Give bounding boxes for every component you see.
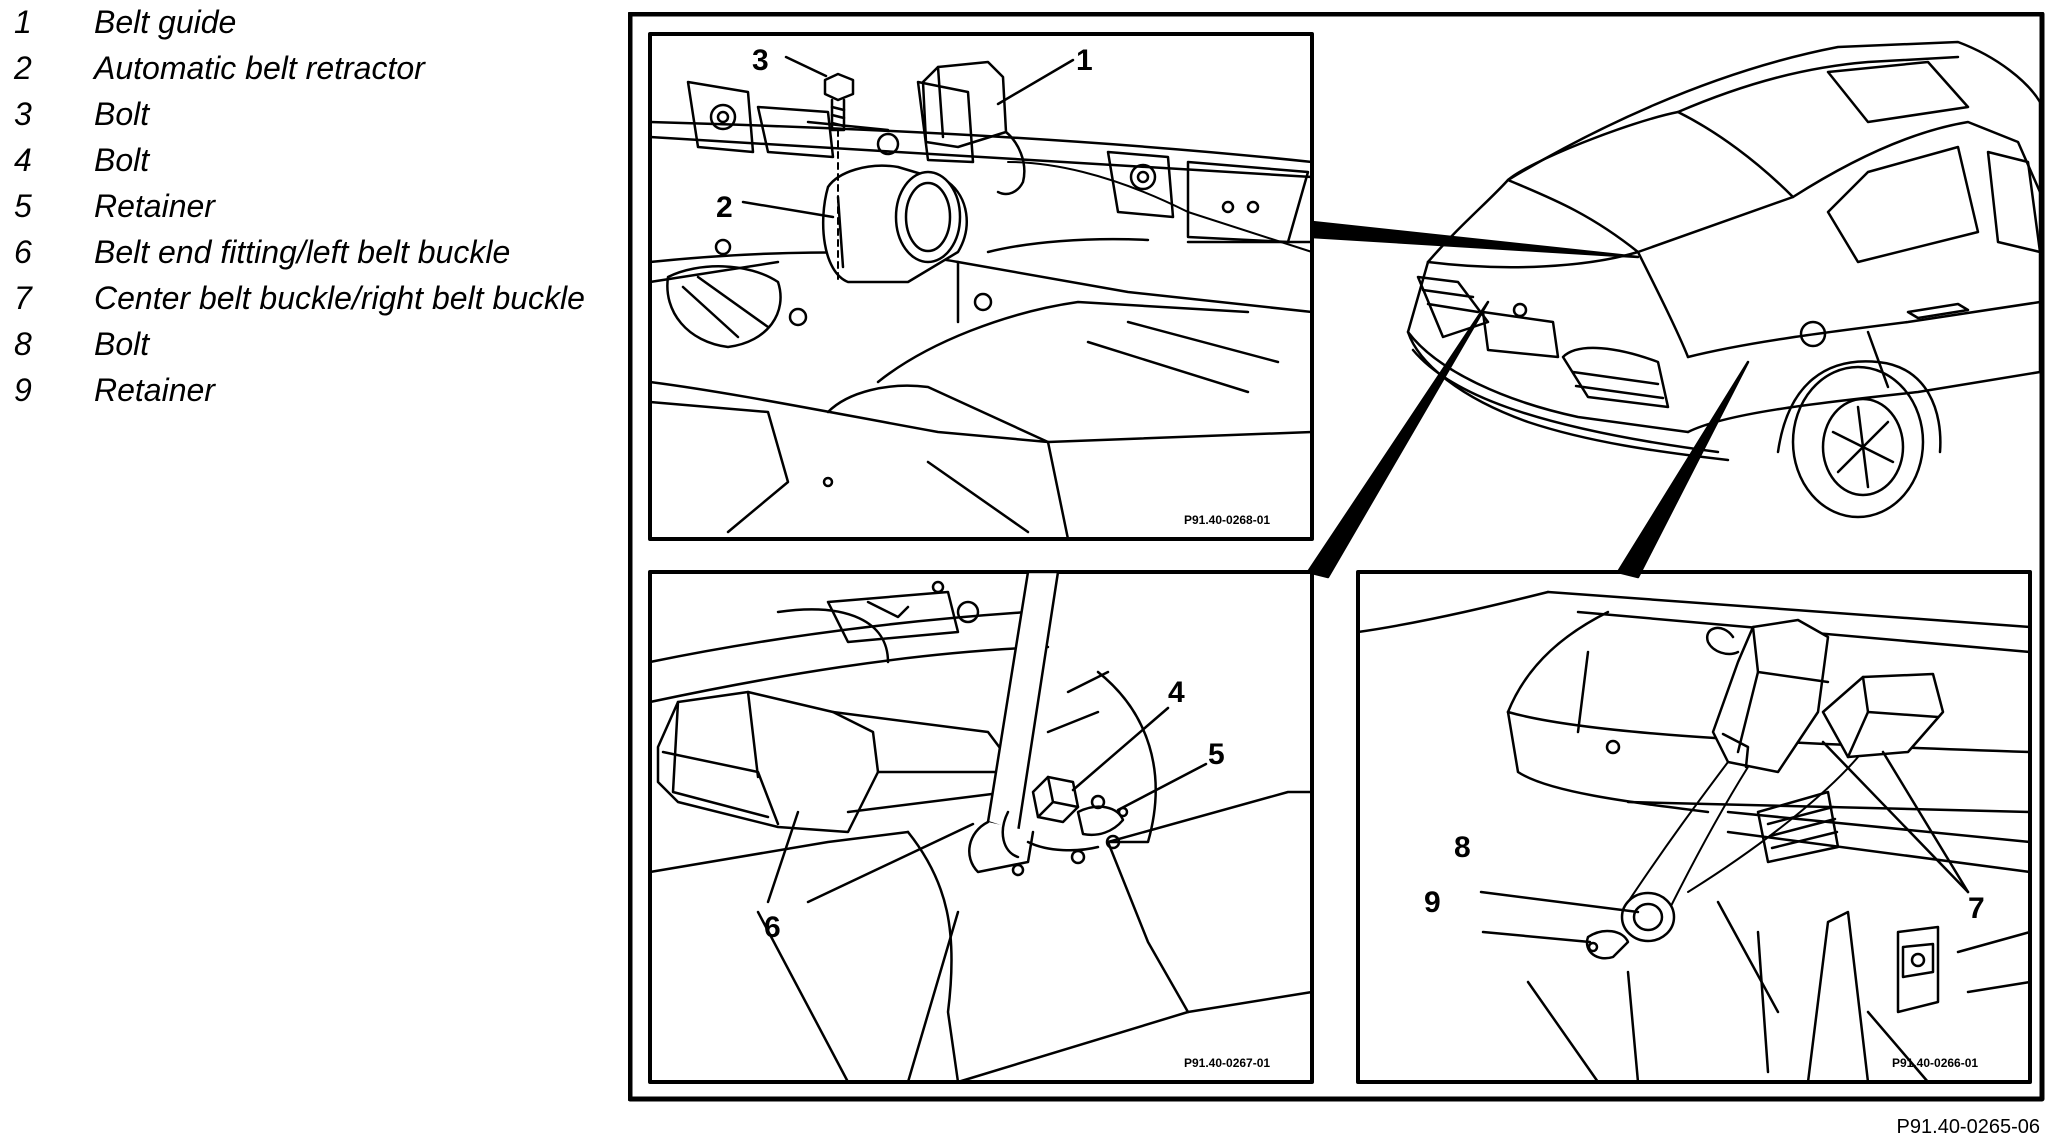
callout-7: 7	[1968, 892, 1985, 925]
car-rear-view	[1406, 40, 2042, 519]
legend-item: 6 Belt end fitting/left belt buckle	[8, 230, 628, 276]
legend-item: 5 Retainer	[8, 184, 628, 230]
callout-1: 1	[1076, 44, 1093, 77]
technical-illustration: 3 1 2 4 5 6 7 8 9 P91.40-0268-01 P91.40-…	[628, 12, 2048, 1102]
legend-number: 7	[14, 280, 32, 316]
legend-label: Belt end fitting/left belt buckle	[94, 234, 511, 270]
legend-label: Bolt	[94, 326, 150, 362]
callout-9: 9	[1424, 886, 1441, 919]
callout-labels: 3 1 2 4 5 6 7 8 9 P91.40-0268-01 P91.40-…	[716, 44, 1985, 1070]
panel-top-left	[648, 32, 1314, 541]
legend-number: 2	[14, 50, 32, 86]
callout-4: 4	[1168, 676, 1185, 709]
legend-label: Belt guide	[94, 4, 237, 40]
legend-label: Bolt	[94, 96, 150, 132]
legend-number: 4	[14, 142, 32, 178]
legend-number: 8	[14, 326, 32, 362]
legend: 1 Belt guide 2 Automatic belt retractor …	[8, 0, 628, 414]
panel-bottom-right	[1356, 570, 2032, 1084]
legend-item: 3 Bolt	[8, 92, 628, 138]
legend-item: 8 Bolt	[8, 322, 628, 368]
callout-3: 3	[752, 44, 769, 77]
legend-label: Retainer	[94, 188, 215, 224]
panel-code-top-left: P91.40-0268-01	[1184, 513, 1270, 527]
panel-code-bottom-right: P91.40-0266-01	[1892, 1056, 1978, 1070]
callout-6: 6	[764, 911, 781, 944]
callout-2: 2	[716, 191, 733, 224]
view-pointers	[1306, 220, 1750, 579]
figure-frame	[628, 12, 2045, 1102]
legend-item: 9 Retainer	[8, 368, 628, 414]
callout-5: 5	[1208, 738, 1225, 771]
legend-number: 1	[14, 4, 32, 40]
legend-label: Retainer	[94, 372, 215, 408]
figure-reference-code: P91.40-0265-06	[1896, 1116, 2040, 1138]
illustration-canvas: 3 1 2 4 5 6 7 8 9 P91.40-0268-01 P91.40-…	[628, 12, 2045, 1102]
legend-number: 5	[14, 188, 32, 224]
legend-number: 6	[14, 234, 32, 270]
callout-8: 8	[1454, 831, 1471, 864]
legend-item: 2 Automatic belt retractor	[8, 46, 628, 92]
legend-label: Center belt buckle/right belt buckle	[94, 280, 585, 316]
legend-label: Bolt	[94, 142, 150, 178]
panel-bottom-left	[648, 570, 1314, 1084]
legend-item: 7 Center belt buckle/right belt buckle	[8, 276, 628, 322]
legend-item: 4 Bolt	[8, 138, 628, 184]
legend-number: 9	[14, 372, 32, 408]
panel-code-bottom-left: P91.40-0267-01	[1184, 1056, 1270, 1070]
legend-label: Automatic belt retractor	[94, 50, 425, 86]
legend-item: 1 Belt guide	[8, 0, 628, 46]
legend-number: 3	[14, 96, 32, 132]
